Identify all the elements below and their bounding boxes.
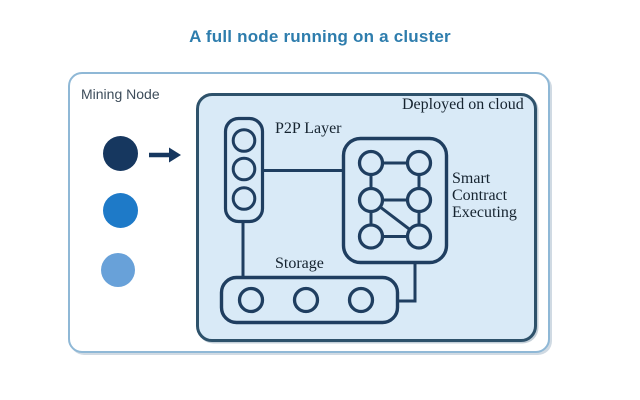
sc-node: [405, 186, 433, 214]
p2p-circle: [231, 128, 257, 153]
mining-node-circle-light: [101, 253, 135, 287]
connector-smartcontract-storage: [397, 262, 417, 303]
sc-node: [357, 186, 385, 214]
storage-box: [219, 275, 400, 325]
sc-node: [405, 223, 433, 250]
storage-circle: [237, 286, 265, 314]
p2p-circle: [231, 156, 257, 182]
p2p-layer-label: P2P Layer: [275, 120, 342, 137]
sc-node: [405, 149, 433, 177]
sc-node: [357, 149, 385, 177]
deployed-on-cloud-label: Deployed on cloud: [402, 96, 524, 113]
page-title: A full node running on a cluster: [189, 27, 451, 46]
mining-node-label: Mining Node: [81, 86, 160, 102]
storage-circle: [347, 286, 375, 314]
p2p-box: [223, 116, 265, 224]
mining-node-circle-dark: [103, 136, 138, 171]
smart-contract-label: Smart Contract Executing: [452, 170, 517, 221]
storage-circle: [292, 286, 320, 314]
mining-node-circle-medium: [103, 193, 138, 228]
right-arrow-icon: [149, 147, 181, 163]
p2p-circle: [231, 186, 257, 211]
sc-node: [357, 223, 385, 250]
storage-label: Storage: [275, 255, 324, 272]
